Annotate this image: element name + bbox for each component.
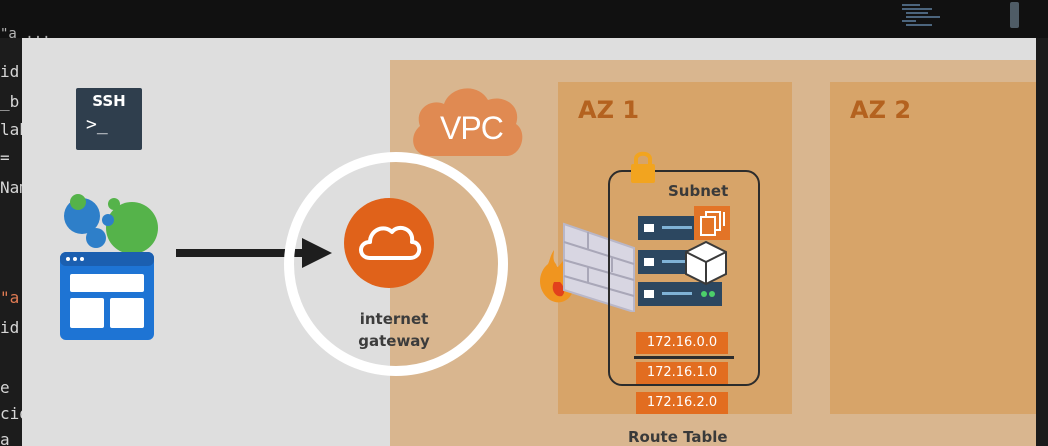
- igw-label-line2: gateway: [358, 332, 430, 350]
- subnet-label: Subnet: [668, 182, 729, 200]
- subnet-container: [608, 170, 760, 386]
- internet-gateway-label: internet gateway: [338, 308, 450, 352]
- route-table-divider: [634, 356, 734, 359]
- az2-label: AZ 2: [850, 96, 912, 124]
- minimap[interactable]: [900, 0, 950, 36]
- code-line: Nam: [0, 178, 22, 197]
- code-line: id: [0, 318, 20, 337]
- code-line: cio: [0, 404, 22, 423]
- code-line: e: [0, 378, 10, 397]
- code-line: =: [0, 148, 10, 167]
- route-table-title: Route Table: [628, 428, 728, 446]
- ssh-label: SSH: [92, 92, 126, 110]
- route-table-row: 172.16.1.0: [636, 362, 728, 384]
- architecture-diagram-slide: AZ 1 AZ 2 VPC SSH >_ internet: [22, 38, 1036, 446]
- vpc-label: VPC: [440, 110, 504, 146]
- internet-gateway-highlight-ring: [284, 152, 508, 376]
- az1-label: AZ 1: [578, 96, 640, 124]
- code-line: lab: [0, 120, 22, 139]
- route-table-row: 172.16.0.0: [636, 332, 728, 354]
- client-app-icon: [60, 194, 158, 340]
- code-line: "a: [0, 288, 20, 307]
- server-stack-icon: [638, 216, 727, 306]
- code-line: a: [0, 430, 10, 446]
- code-line: _b: [0, 92, 20, 111]
- igw-label-line1: internet: [359, 310, 429, 328]
- availability-zone-2: AZ 2: [830, 82, 1036, 414]
- firewall-icon: [540, 222, 635, 312]
- code-line-top: "a ...: [0, 28, 51, 40]
- code-editor-left[interactable]: id _b lab = Nam "a id e cio a: [0, 38, 22, 446]
- ssh-terminal-icon: SSH >_: [76, 88, 142, 150]
- editor-top-bar: [0, 0, 1048, 38]
- code-line: id: [0, 62, 20, 81]
- copy-instances-icon: [694, 206, 730, 240]
- editor-scrollbar[interactable]: [1010, 2, 1019, 28]
- ssh-prompt: >_: [86, 114, 108, 135]
- route-table-row: 172.16.2.0: [636, 392, 728, 414]
- vpc-cloud-icon: [413, 88, 523, 156]
- lock-icon: [631, 151, 655, 183]
- internet-gateway-icon: [344, 198, 434, 288]
